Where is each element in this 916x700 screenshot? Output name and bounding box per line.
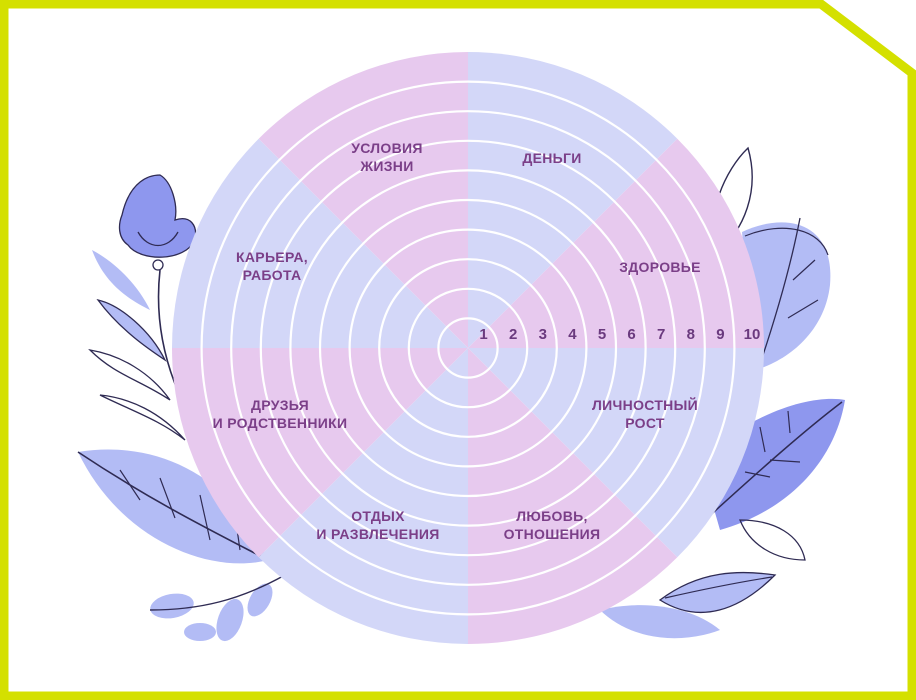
scale-numbers: 1 2 3 4 5 6 7 8 9 10 (479, 326, 760, 343)
wheel-of-life (172, 52, 764, 644)
scale-number-10: 10 (744, 326, 761, 343)
ring-9 (200, 80, 736, 616)
sector-love (468, 348, 678, 644)
sector-living (258, 52, 468, 348)
sector-leisure (258, 348, 468, 644)
scale-number-9: 9 (716, 326, 724, 343)
scale-number-4: 4 (568, 326, 577, 343)
ring-8 (230, 110, 706, 586)
scale-number-5: 5 (598, 326, 606, 343)
scale-number-1: 1 (479, 326, 487, 343)
ring-1 (437, 317, 499, 379)
scale-number-7: 7 (657, 326, 665, 343)
sector-career (172, 138, 468, 348)
ring-6 (289, 169, 647, 527)
scale-number-2: 2 (509, 326, 517, 343)
right-foliage (600, 146, 845, 639)
sector-growth (468, 348, 764, 558)
ring-4 (348, 228, 588, 468)
sector-money (468, 52, 678, 348)
scale-number-3: 3 (539, 326, 547, 343)
ring-3 (378, 258, 558, 438)
sector-health (468, 138, 764, 348)
scale-number-8: 8 (687, 326, 695, 343)
ring-5 (318, 198, 618, 498)
ring-2 (407, 287, 529, 409)
ring-7 (259, 139, 677, 557)
scale-number-6: 6 (627, 326, 635, 343)
sector-label-money: ДЕНЬГИ (522, 150, 581, 166)
sector-label-health: ЗДОРОВЬЕ (619, 259, 701, 275)
sector-label-love: ЛЮБОВЬ,ОТНОШЕНИЯ (504, 508, 601, 542)
sector-label-career: КАРЬЕРА,РАБОТА (236, 249, 308, 283)
sector-friends (172, 348, 468, 558)
